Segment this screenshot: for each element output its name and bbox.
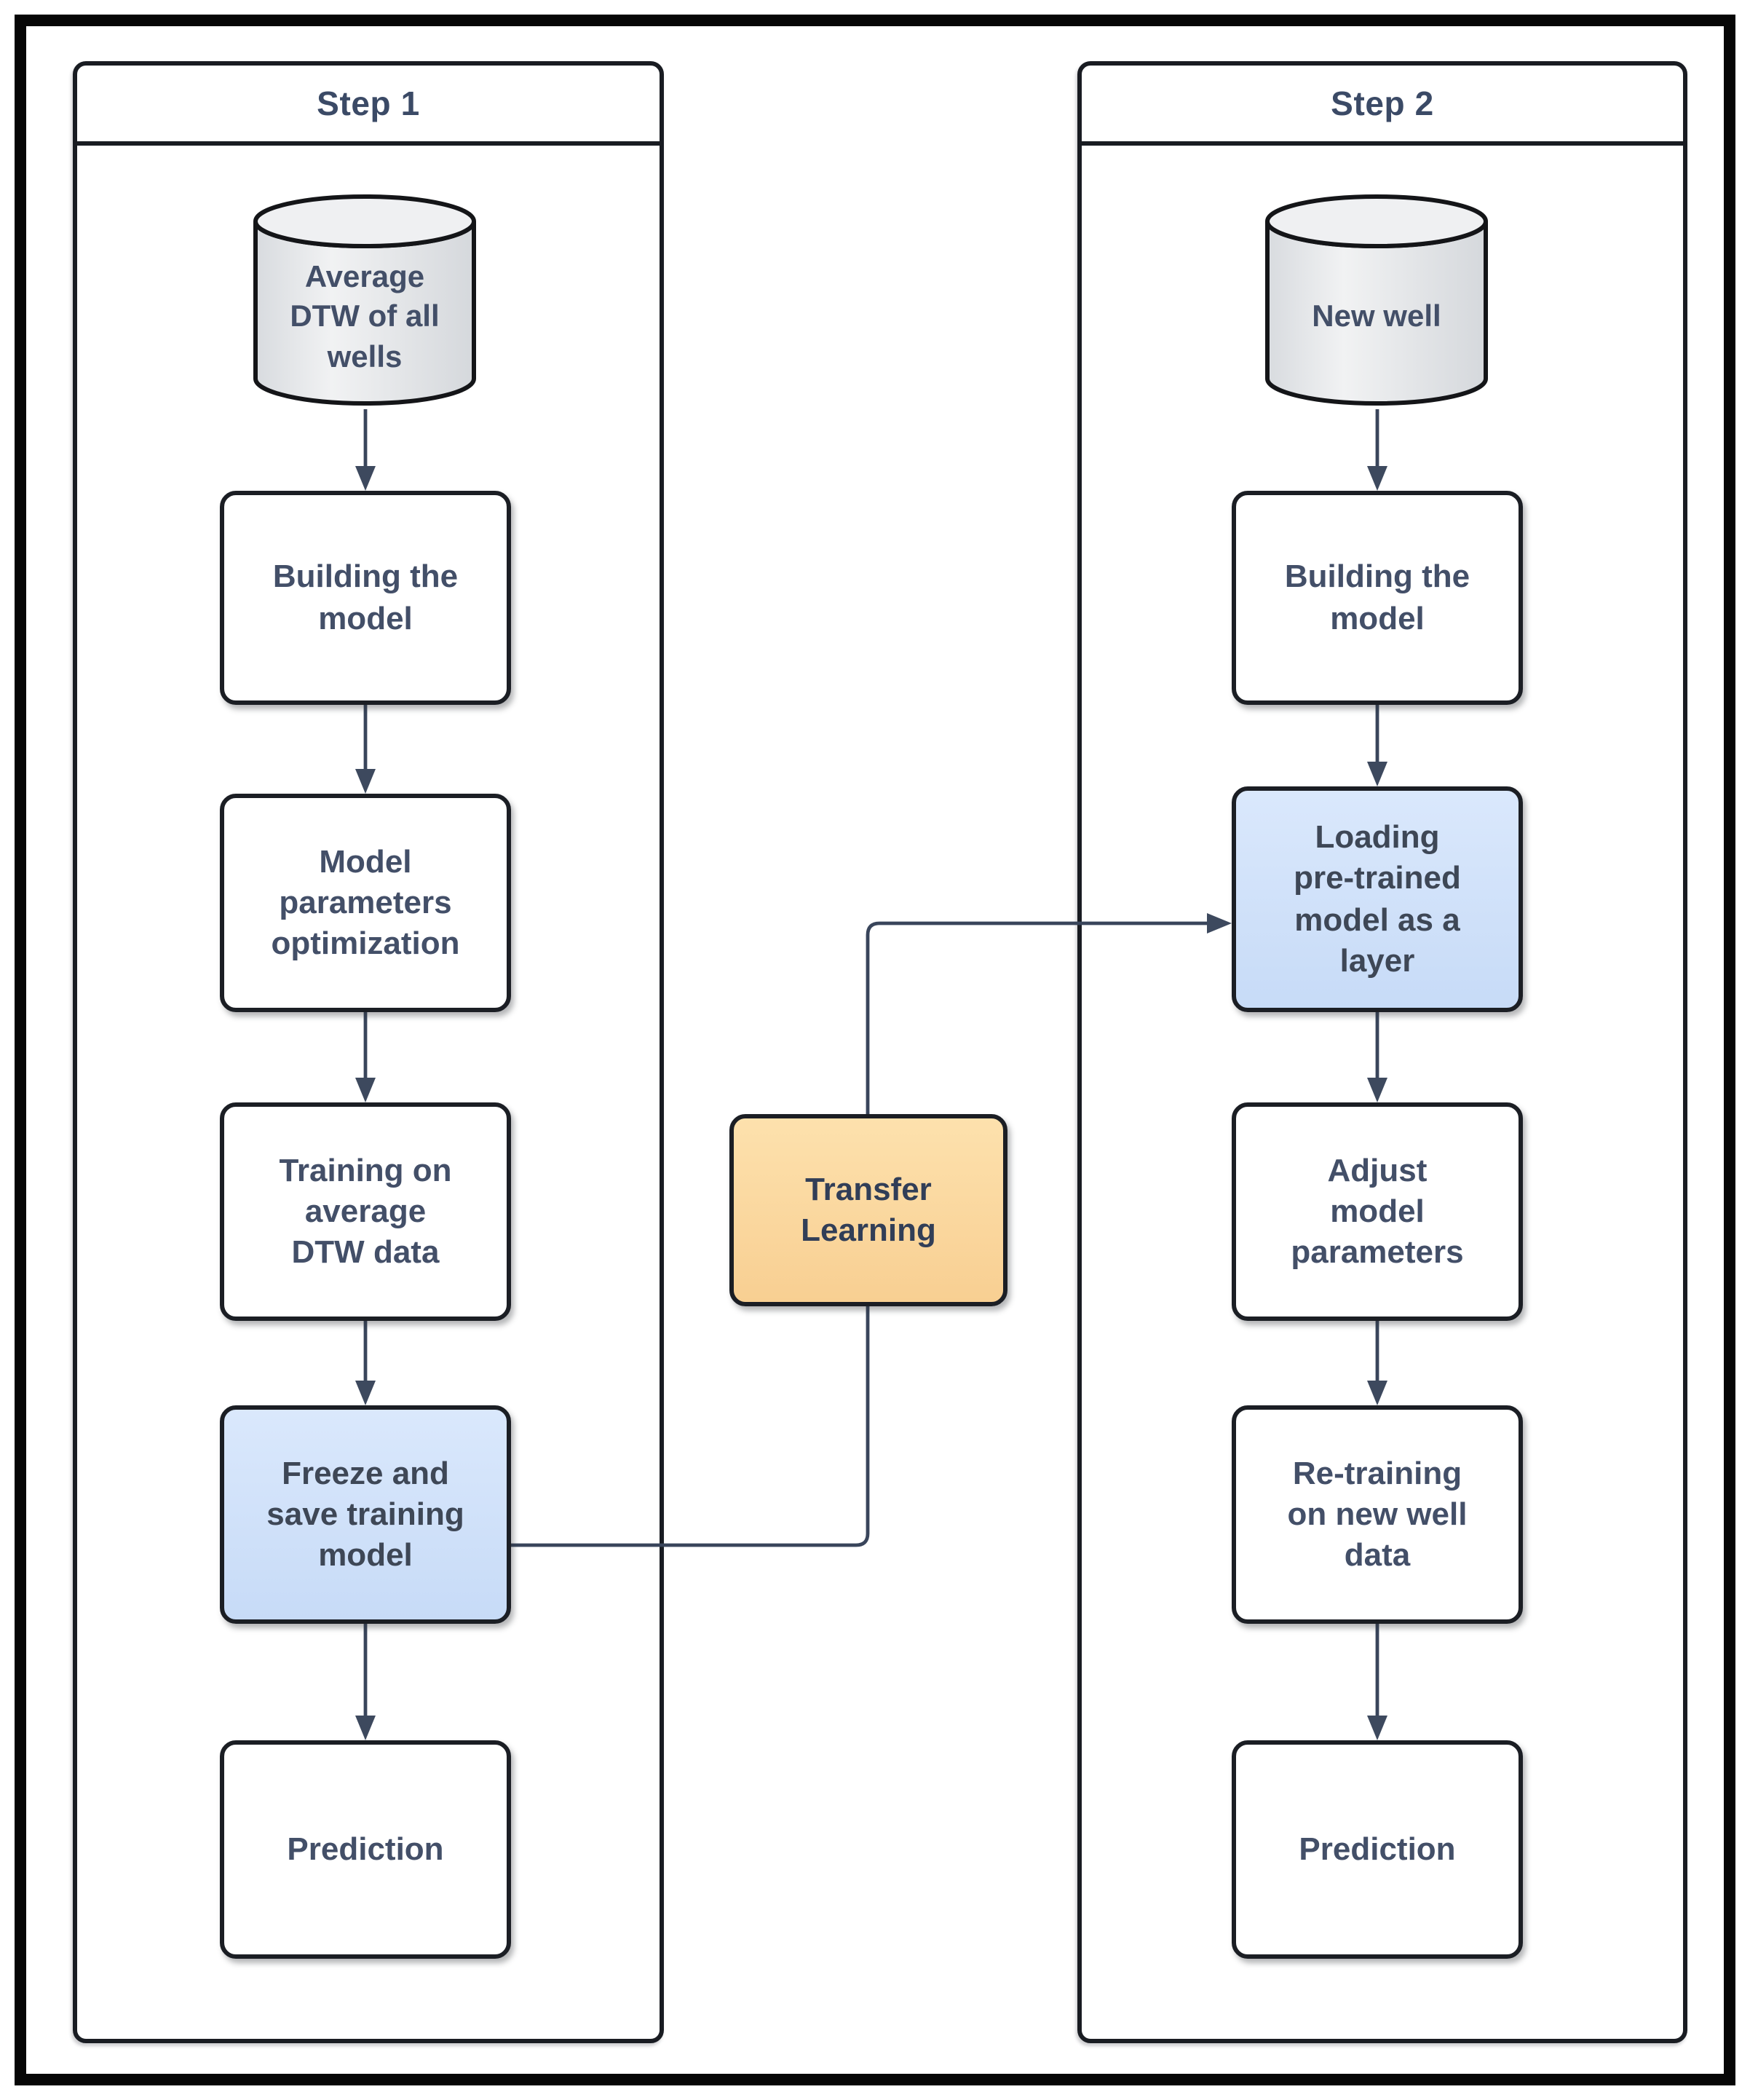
node-step2-adjust-parameters: Adjust model parameters bbox=[1232, 1102, 1523, 1321]
step1-title: Step 1 bbox=[317, 84, 420, 122]
node-step1-building-model: Building the model bbox=[220, 491, 511, 705]
node-step1-training-average-dtw: Training on average DTW data bbox=[220, 1102, 511, 1321]
database-cylinder-icon bbox=[253, 194, 476, 406]
node-step1-parameters-optimization: Model parameters optimization bbox=[220, 794, 511, 1012]
node-label: Loading pre-trained model as a layer bbox=[1294, 818, 1461, 979]
node-label: Training on average DTW data bbox=[279, 1151, 452, 1271]
node-step1-freeze-save-model: Freeze and save training model bbox=[220, 1405, 511, 1624]
node-step2-loading-pretrained-model: Loading pre-trained model as a layer bbox=[1232, 786, 1523, 1012]
node-label: Adjust model parameters bbox=[1291, 1151, 1464, 1271]
step2-title: Step 2 bbox=[1331, 84, 1434, 122]
step2-source-database: New well bbox=[1264, 191, 1489, 409]
node-label: Building the model bbox=[272, 558, 459, 636]
node-label: Building the model bbox=[1284, 558, 1470, 636]
node-label: Prediction bbox=[287, 1830, 444, 1867]
step1-source-database: Average DTW of all wells bbox=[252, 191, 478, 409]
node-label: Model parameters optimization bbox=[271, 842, 460, 962]
node-label: Freeze and save training model bbox=[266, 1454, 464, 1574]
node-transfer-learning: Transfer Learning bbox=[729, 1114, 1007, 1306]
node-label: Transfer Learning bbox=[801, 1170, 936, 1248]
node-step1-prediction: Prediction bbox=[220, 1740, 511, 1959]
outer-border bbox=[15, 15, 1735, 2085]
node-step2-prediction: Prediction bbox=[1232, 1740, 1523, 1959]
node-label: Re-training on new well data bbox=[1287, 1454, 1468, 1574]
node-label: Prediction bbox=[1299, 1830, 1456, 1867]
step2-source-label: New well bbox=[1312, 300, 1441, 334]
step2-panel-header: Step 2 bbox=[1082, 66, 1683, 146]
step1-source-label: Average DTW of all wells bbox=[290, 261, 440, 374]
step1-panel-header: Step 1 bbox=[77, 66, 660, 146]
database-cylinder-icon bbox=[1265, 194, 1488, 406]
node-step2-building-model: Building the model bbox=[1232, 491, 1523, 705]
node-step2-retraining-new-well: Re-training on new well data bbox=[1232, 1405, 1523, 1624]
